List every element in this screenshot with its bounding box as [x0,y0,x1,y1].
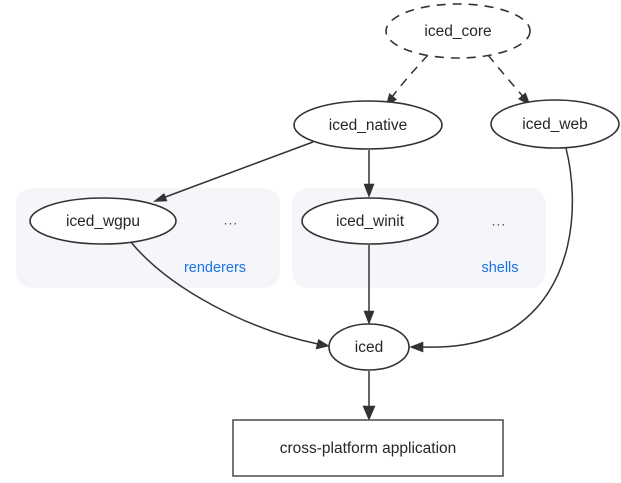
node-iced-wgpu-shape[interactable] [29,197,177,245]
node-iced-core[interactable]: iced_core [385,3,531,59]
edge-iced-to-application-arrowhead [362,405,376,421]
node-iced-winit-shape[interactable] [301,197,439,245]
cluster-shells-label: shells [481,260,518,276]
node-iced-label: iced [355,339,383,356]
edge-web-to-iced [409,147,574,353]
edge-core-to-web-line [487,54,527,101]
node-iced-winit[interactable]: iced_winit [301,197,439,245]
node-cross-platform-application[interactable]: cross-platform application [232,419,504,477]
node-iced-wgpu[interactable]: iced_wgpu [29,197,177,245]
edge-native-to-winit [363,150,375,198]
shells-more-label: ... [492,213,507,229]
edge-native-to-wgpu-arrowhead [153,193,168,202]
edge-core-to-native [385,54,429,107]
node-cross-platform-application-label: cross-platform application [280,440,457,457]
edge-iced-to-application [362,371,376,421]
node-iced-shape[interactable] [328,323,410,371]
edge-core-to-web [487,54,531,106]
node-iced-native-label: iced_native [329,117,407,134]
node-cross-platform-application-shape[interactable] [232,419,504,477]
renderers-more-label: ... [224,212,239,228]
edge-web-to-iced-line [421,147,574,348]
edge-native-to-wgpu-line [159,141,314,200]
node-iced-web-label: iced_web [522,116,588,133]
edge-winit-to-iced-arrowhead [363,310,375,325]
edge-wgpu-to-iced-line [129,240,319,345]
node-iced-native[interactable]: iced_native [293,100,443,150]
node-iced-winit-label: iced_winit [336,213,405,230]
node-iced-native-shape[interactable] [293,100,443,150]
node-iced-web-shape[interactable] [490,99,620,149]
node-iced-web[interactable]: iced_web [490,99,620,149]
edge-wgpu-to-iced [129,240,330,350]
edge-web-to-iced-arrowhead [409,341,424,353]
cluster-renderers-label: renderers [184,260,246,276]
node-iced-core-label: iced_core [424,23,491,40]
edge-native-to-wgpu [153,141,314,202]
edge-winit-to-iced [363,245,375,325]
edge-wgpu-to-iced-arrowhead [315,339,330,350]
node-iced[interactable]: iced [328,323,410,371]
edge-native-to-winit-arrowhead [363,183,375,198]
node-iced-wgpu-label: iced_wgpu [66,213,140,230]
edge-core-to-native-line [388,54,429,102]
node-iced-core-shape[interactable] [385,3,531,59]
